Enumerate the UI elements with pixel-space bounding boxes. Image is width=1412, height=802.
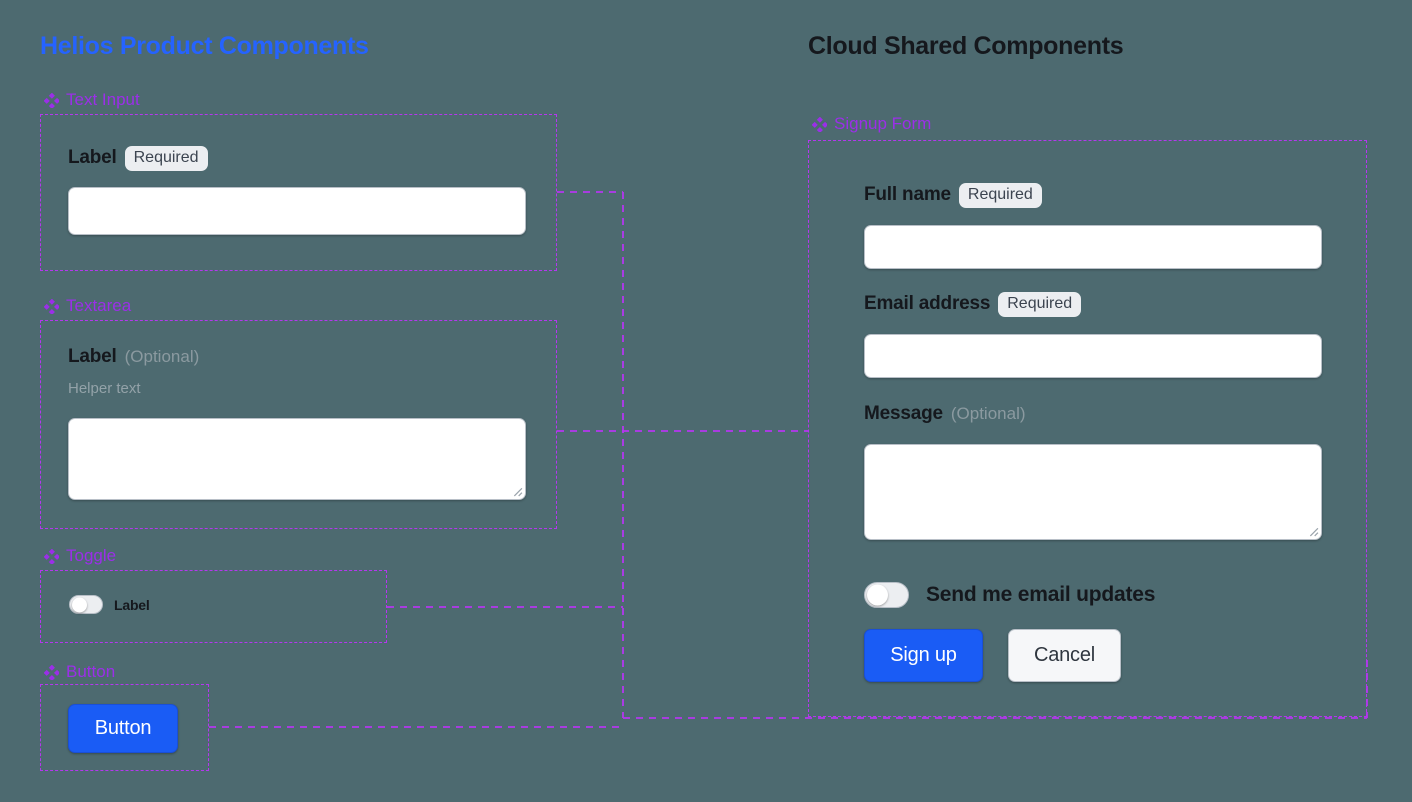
diamond-cluster-icon — [812, 116, 827, 132]
component-card-button: Button — [40, 684, 209, 771]
required-badge: Required — [998, 292, 1082, 317]
diamond-cluster-icon — [44, 548, 59, 564]
component-card-toggle: Label — [40, 570, 387, 643]
section-label-signup-form[interactable]: Signup Form — [812, 114, 931, 134]
required-badge: Required — [124, 146, 208, 171]
section-label-textarea[interactable]: Textarea — [44, 296, 131, 316]
diamond-cluster-icon — [44, 298, 59, 314]
section-label-text: Button — [66, 662, 116, 681]
full-name-input[interactable] — [864, 225, 1322, 269]
toggle-row[interactable]: Label — [69, 595, 150, 614]
message-label: Message — [864, 403, 943, 424]
text-input-label: Label — [68, 147, 117, 169]
textarea-field[interactable] — [68, 418, 526, 500]
section-label-toggle[interactable]: Toggle — [44, 546, 116, 566]
message-label-row: Message (Optional) — [864, 403, 1026, 425]
textarea-wrapper — [68, 418, 526, 500]
left-panel-title: Helios Product Components — [40, 32, 369, 60]
text-input-label-row: Label Required — [68, 146, 208, 171]
component-card-signup-form: Full name Required Email address Require… — [808, 140, 1367, 717]
email-input[interactable] — [864, 334, 1322, 378]
message-textarea[interactable] — [864, 444, 1322, 540]
email-label: Email address — [864, 293, 991, 315]
toggle-knob — [867, 584, 888, 606]
textarea-label: Label — [68, 346, 117, 367]
section-label-button[interactable]: Button — [44, 662, 115, 682]
textarea-helper-text: Helper text — [68, 380, 141, 397]
optional-text: (Optional) — [950, 404, 1026, 423]
textarea-label-row: Label (Optional) — [68, 346, 199, 368]
email-updates-toggle-row[interactable]: Send me email updates — [864, 582, 1155, 608]
diamond-cluster-icon — [44, 92, 59, 108]
section-label-text-input[interactable]: Text Input — [44, 90, 140, 110]
diamond-cluster-icon — [44, 664, 59, 680]
required-badge: Required — [958, 183, 1042, 208]
email-updates-label: Send me email updates — [926, 583, 1156, 606]
email-label-row: Email address Required — [864, 292, 1082, 317]
demo-button[interactable]: Button — [68, 704, 178, 753]
full-name-label-row: Full name Required — [864, 183, 1042, 208]
section-label-text: Textarea — [66, 296, 132, 315]
section-label-text: Signup Form — [834, 114, 932, 133]
section-label-text: Toggle — [66, 546, 117, 565]
toggle-knob — [72, 597, 87, 612]
email-updates-toggle[interactable] — [864, 582, 909, 608]
right-panel-title: Cloud Shared Components — [808, 32, 1124, 60]
component-card-text-input: Label Required — [40, 114, 557, 271]
full-name-label: Full name — [864, 184, 951, 206]
component-card-textarea: Label (Optional) Helper text — [40, 320, 557, 529]
signup-submit-button[interactable]: Sign up — [864, 629, 983, 682]
optional-text: (Optional) — [124, 347, 200, 366]
signup-cancel-button[interactable]: Cancel — [1008, 629, 1121, 682]
text-input-field[interactable] — [68, 187, 526, 235]
toggle-label: Label — [114, 596, 150, 613]
section-label-text: Text Input — [66, 90, 140, 109]
toggle-switch[interactable] — [69, 595, 103, 614]
message-textarea-wrapper — [864, 444, 1322, 540]
